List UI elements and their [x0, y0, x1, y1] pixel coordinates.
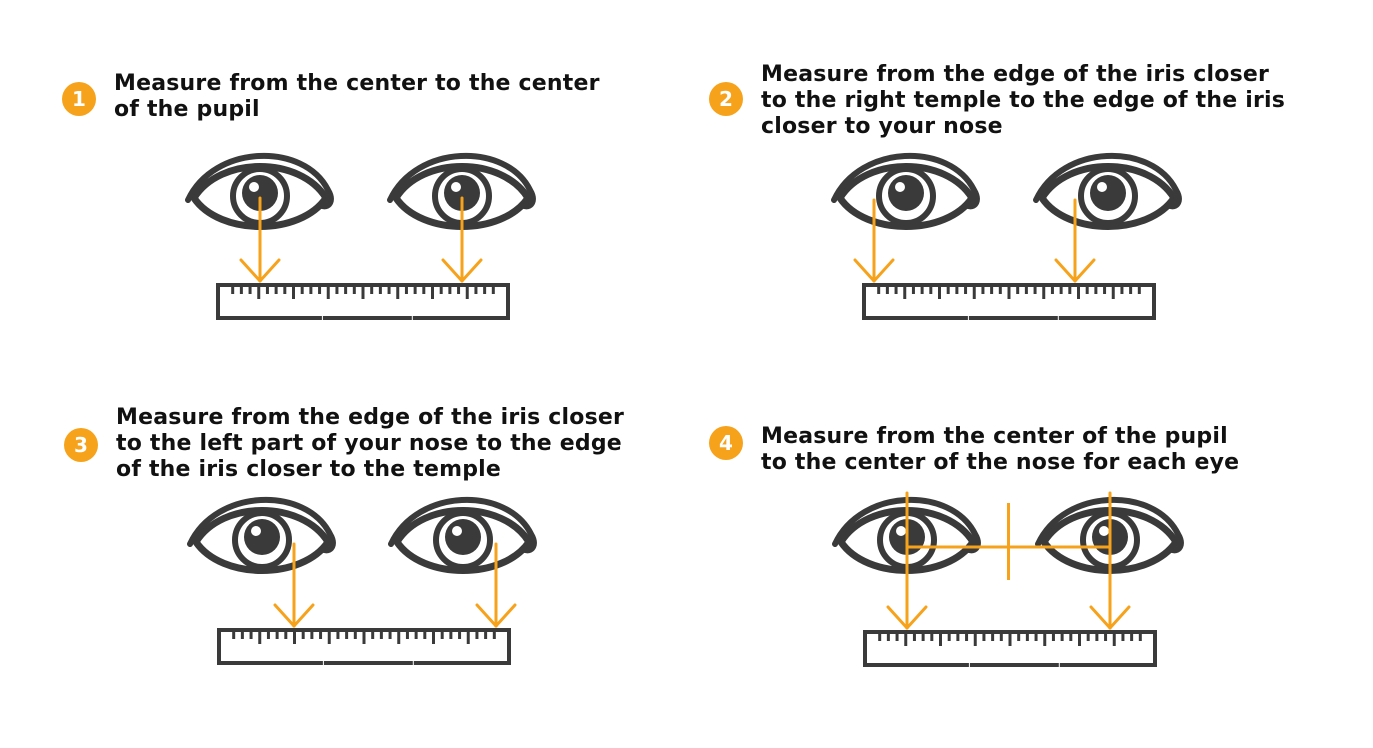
- step-3-badge: 3: [64, 428, 98, 462]
- arrow-down-icon: [886, 491, 928, 630]
- step-4-caption-line-2: to the center of the nose for each eye: [761, 450, 1240, 475]
- step-2-caption-line-2: to the right temple to the edge of the i…: [761, 88, 1286, 113]
- step-3-caption: Measure from the edge of the iris closer…: [116, 405, 624, 483]
- step-4-caption-line-1: Measure from the center of the pupil: [761, 424, 1228, 449]
- arrow-down-icon: [1089, 491, 1131, 630]
- step-3-caption-line-1: Measure from the edge of the iris closer: [116, 405, 625, 430]
- ruler-icon: [863, 630, 1157, 667]
- ruler-icon: [862, 283, 1156, 320]
- step-1-badge: 1: [62, 82, 96, 116]
- arrow-down-icon: [441, 196, 483, 283]
- nose-center-marker: [907, 503, 1110, 580]
- right-eye-icon: [388, 496, 537, 574]
- ruler-icon: [216, 283, 510, 320]
- left-eye-icon: [187, 496, 336, 574]
- step-4-badge: 4: [709, 426, 743, 460]
- left-eye-icon: [185, 152, 334, 230]
- ruler-icon: [217, 628, 511, 665]
- step-1-caption-line-2: of the pupil: [114, 97, 260, 122]
- step-2-badge: 2: [709, 82, 743, 116]
- step-2-caption-line-3: closer to your nose: [761, 114, 1003, 139]
- arrow-down-icon: [853, 198, 895, 283]
- arrow-down-icon: [1054, 198, 1096, 283]
- step-2-caption: Measure from the edge of the iris closer…: [761, 62, 1285, 140]
- step-4-caption: Measure from the center of the pupil to …: [761, 424, 1239, 476]
- step-1-caption-line-1: Measure from the center to the center: [114, 71, 600, 96]
- left-eye-icon: [831, 152, 980, 230]
- arrow-down-icon: [475, 542, 517, 628]
- step-3-caption-line-2: to the left part of your nose to the edg…: [116, 431, 622, 456]
- arrow-down-icon: [273, 542, 315, 628]
- step-1-caption: Measure from the center to the center of…: [114, 71, 600, 123]
- step-2-caption-line-1: Measure from the edge of the iris closer: [761, 62, 1270, 87]
- arrow-down-icon: [239, 196, 281, 283]
- step-3-caption-line-3: of the iris closer to the temple: [116, 457, 502, 482]
- right-eye-icon: [1033, 152, 1182, 230]
